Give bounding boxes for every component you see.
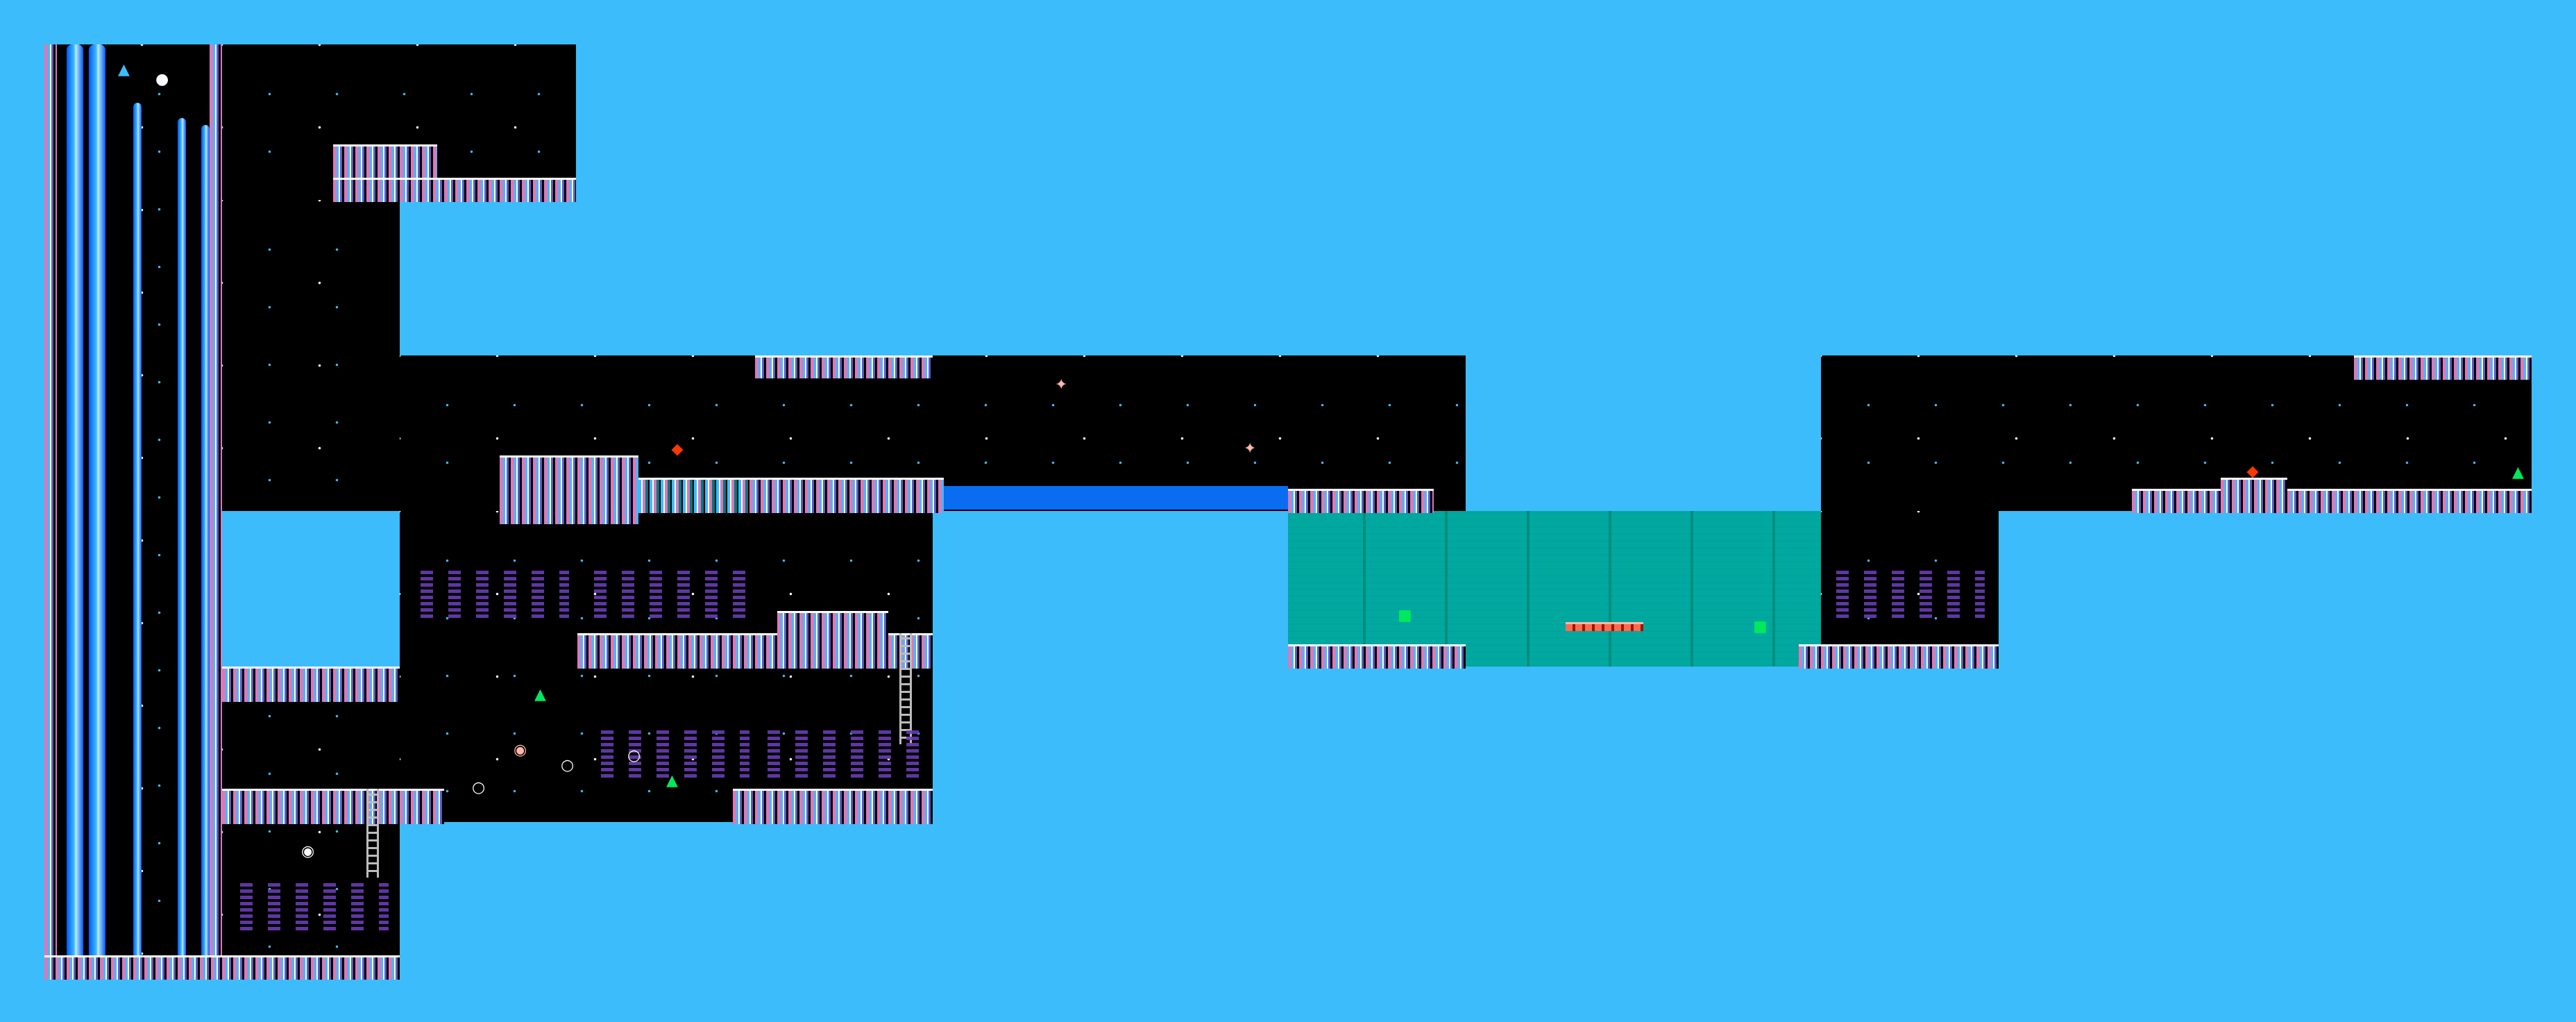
- bridge-block-right: [749, 478, 944, 513]
- bird-icon[interactable]: ✦: [1055, 376, 1068, 394]
- tower-pipe-4: [178, 118, 186, 978]
- orb-icon[interactable]: ○: [627, 747, 641, 764]
- bridge-block-left: [500, 455, 638, 524]
- orb-icon[interactable]: ○: [472, 779, 486, 796]
- skyline-6: [236, 882, 389, 930]
- ceiling-block: [755, 355, 933, 378]
- green-robot-icon[interactable]: ▲: [534, 686, 546, 703]
- city-mid-floor-top: [777, 611, 888, 635]
- tower-pipe-3: [133, 103, 142, 978]
- player-icon[interactable]: ▲: [118, 61, 130, 78]
- tower-pipe-1: [67, 44, 83, 978]
- city-mid-floor: [577, 633, 933, 669]
- water-floor-right: [1799, 644, 1999, 669]
- orb-icon[interactable]: ◉: [514, 742, 527, 759]
- tower-floor: [44, 955, 400, 980]
- water-edge-block-left: [1288, 489, 1434, 513]
- skyline-4: [763, 729, 930, 778]
- tower-right-wall: [210, 44, 222, 978]
- green-robot-icon[interactable]: ■: [1398, 607, 1412, 624]
- lower-floor-left: [222, 789, 444, 824]
- right-floor: [2132, 489, 2532, 513]
- lower-floor-right: [733, 789, 933, 824]
- top-ledge: [333, 178, 576, 202]
- tower-left-wall: [44, 44, 57, 978]
- skyline-5: [1832, 569, 1985, 618]
- tower-pipe-5: [201, 125, 210, 978]
- gate-frame: [638, 478, 749, 513]
- right-ceiling-block: [2354, 355, 2532, 380]
- green-robot-icon[interactable]: ■: [1753, 618, 1768, 635]
- top-left-room: [222, 44, 576, 200]
- bird-icon[interactable]: ✦: [1244, 440, 1257, 458]
- cloud-icon: ●: [155, 71, 169, 88]
- green-robot-icon[interactable]: ▲: [2512, 464, 2524, 481]
- water-floor-left: [1288, 644, 1466, 669]
- right-upper-room: [1821, 355, 2532, 511]
- floating-platform[interactable]: [1566, 622, 1643, 631]
- water-surface-bar: [944, 486, 1288, 510]
- ladder-city[interactable]: [899, 633, 912, 744]
- skyline-3: [597, 729, 749, 778]
- orb-icon[interactable]: ○: [561, 757, 575, 774]
- left-corridor-room: [222, 200, 400, 511]
- orb-icon[interactable]: ◉: [301, 843, 315, 860]
- ladder-lower[interactable]: [366, 789, 379, 878]
- skyline-1: [416, 569, 569, 618]
- tower-pipe-2: [89, 44, 105, 978]
- lower-left-ledge: [222, 667, 400, 702]
- green-robot-icon[interactable]: ▲: [666, 772, 678, 789]
- right-floor-step: [2221, 478, 2287, 491]
- water-pool: [1288, 511, 1821, 667]
- skyline-2: [590, 569, 756, 618]
